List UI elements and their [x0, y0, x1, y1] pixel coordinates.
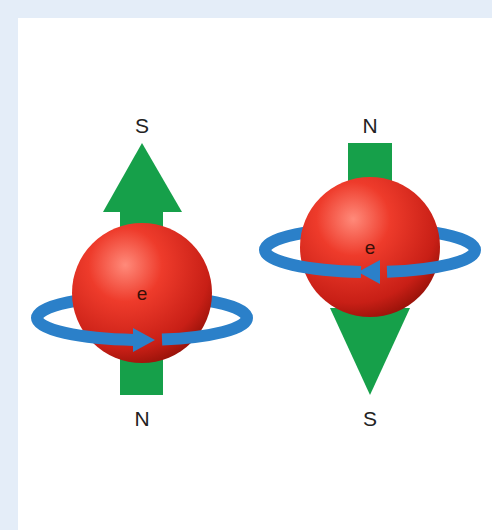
magnetic-arrow-head	[330, 308, 410, 395]
electron-sphere-fill	[72, 223, 212, 363]
magnetic-arrow-head	[103, 143, 182, 212]
spin-arrow-head	[358, 260, 380, 284]
spin-arrow-head	[133, 328, 155, 352]
pole-label: S	[135, 115, 149, 136]
pole-label: S	[363, 408, 377, 429]
spin-ring-front	[265, 250, 361, 272]
electron-symbol: e	[300, 238, 440, 257]
spin-ring-front	[162, 318, 247, 340]
spin-ring-front	[37, 318, 134, 340]
electron-node: e	[72, 223, 212, 363]
electron-node: e	[300, 177, 440, 317]
electron-symbol: e	[72, 284, 212, 303]
spin-ring-front	[387, 250, 475, 272]
pole-label: N	[134, 408, 149, 429]
electron-sphere-fill	[300, 177, 440, 317]
pole-label: N	[362, 115, 377, 136]
